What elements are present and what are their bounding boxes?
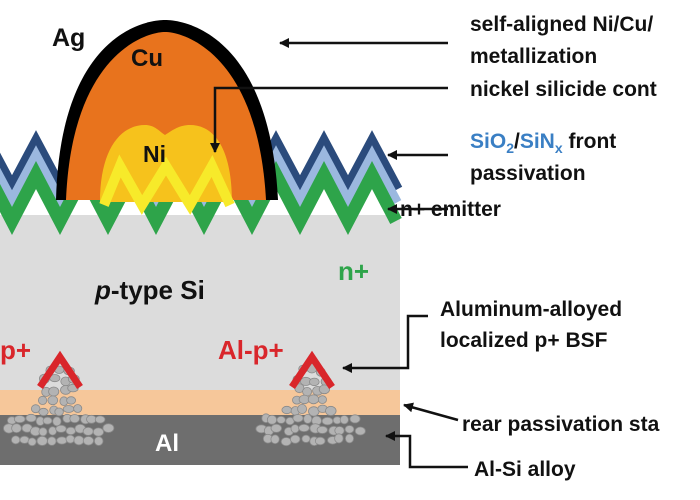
nickel-silicide-layer — [99, 154, 235, 215]
callout-emitter: n+ emitter — [400, 198, 501, 221]
al-si-particle — [47, 436, 57, 446]
al-si-particle — [94, 415, 106, 424]
al-si-particle — [66, 396, 76, 405]
callout-metallization-line2: metallization — [470, 45, 597, 68]
label-cu: Cu — [131, 45, 163, 72]
al-si-particle — [11, 423, 22, 434]
al-si-particle — [27, 437, 37, 447]
al-si-particle — [276, 415, 286, 424]
label-ni: Ni — [143, 141, 166, 167]
al-si-particle — [349, 414, 361, 424]
al-si-particle — [48, 426, 57, 436]
al-si-particle — [92, 427, 105, 437]
label-al-p-plus-left: p+ — [0, 335, 31, 365]
al-si-particle — [280, 437, 292, 447]
al-si-particle — [82, 426, 94, 436]
label-n-plus: n+ — [338, 256, 369, 286]
callout-metallization-line1: self-aligned Ni/Cu/ — [470, 13, 653, 36]
al-si-particle — [10, 435, 21, 445]
al-si-particle — [339, 415, 349, 425]
callout-rear-passivation: rear passivation sta — [462, 413, 660, 436]
al-si-particle — [281, 405, 293, 415]
callout-front-passivation: SiO2/SiNx front — [470, 130, 616, 156]
al-si-particle — [54, 407, 64, 417]
al-si-particle — [38, 407, 49, 417]
al-si-particle — [65, 426, 77, 435]
al-si-particle — [354, 426, 366, 436]
al-p-plus-bsf-left — [37, 350, 83, 389]
al-si-particle — [69, 414, 80, 424]
label-ag: Ag — [52, 24, 85, 52]
callout-bsf-line1: Aluminum-alloyed — [440, 298, 622, 321]
al-si-particle — [270, 423, 283, 433]
al-si-particle — [42, 416, 53, 425]
al-si-particle — [317, 395, 327, 404]
al-si-particle — [301, 434, 311, 443]
al-si-particle — [308, 377, 320, 387]
al-si-particle — [266, 414, 278, 425]
al-si-particle — [73, 404, 83, 413]
al-si-particle — [344, 433, 354, 444]
arrow-al-si-alloy — [385, 431, 468, 469]
al-si-particle — [321, 416, 334, 426]
al-si-particle — [62, 405, 75, 413]
al-p-plus-bsf-right — [289, 350, 335, 389]
arrow-rear-passivation — [403, 402, 459, 422]
label-al: Al — [155, 430, 179, 457]
al-si-particle — [307, 394, 320, 405]
al-si-particle — [292, 414, 304, 423]
al-si-particle — [37, 395, 48, 405]
al-si-particle — [13, 415, 26, 424]
al-si-particle — [290, 424, 300, 434]
al-si-particle — [303, 413, 313, 424]
al-si-particle — [298, 423, 310, 432]
label-al-p-plus-right: Al-p+ — [218, 335, 284, 365]
al-si-particle — [102, 423, 115, 433]
al-si-particle — [38, 427, 48, 437]
al-si-particle — [56, 436, 68, 445]
al-si-particle — [73, 435, 85, 446]
al-si-particle — [82, 436, 95, 446]
arrow-silicide — [210, 86, 448, 153]
label-p-type-si: p-type Si — [94, 275, 205, 305]
al-si-particle — [36, 435, 48, 446]
al-si-particle — [52, 416, 62, 427]
al-si-particle — [65, 434, 76, 444]
callout-silicide: nickel silicide cont — [470, 78, 657, 101]
al-si-particle — [316, 425, 328, 434]
al-si-particle — [318, 384, 330, 395]
al-si-particle — [325, 405, 337, 416]
al-si-particle — [93, 436, 104, 446]
al-si-particle — [47, 395, 59, 406]
al-si-particle — [297, 403, 308, 414]
al-si-particle — [25, 413, 37, 423]
arrow-bsf — [342, 314, 428, 373]
al-si-particle — [290, 434, 301, 444]
al-si-alloy-right — [255, 363, 366, 447]
callout-bsf-line2: localized p+ BSF — [440, 329, 608, 352]
al-si-particle — [48, 386, 60, 397]
al-si-particle — [55, 424, 67, 433]
al-si-particle — [314, 436, 326, 446]
al-si-particle — [334, 433, 344, 444]
al-si-particle — [31, 404, 41, 414]
callout-front-passivation-line2: passivation — [470, 162, 586, 185]
al-si-particle — [270, 434, 280, 445]
callout-al-si-alloy: Al-Si alloy — [474, 458, 576, 481]
al-si-particle — [344, 425, 355, 434]
